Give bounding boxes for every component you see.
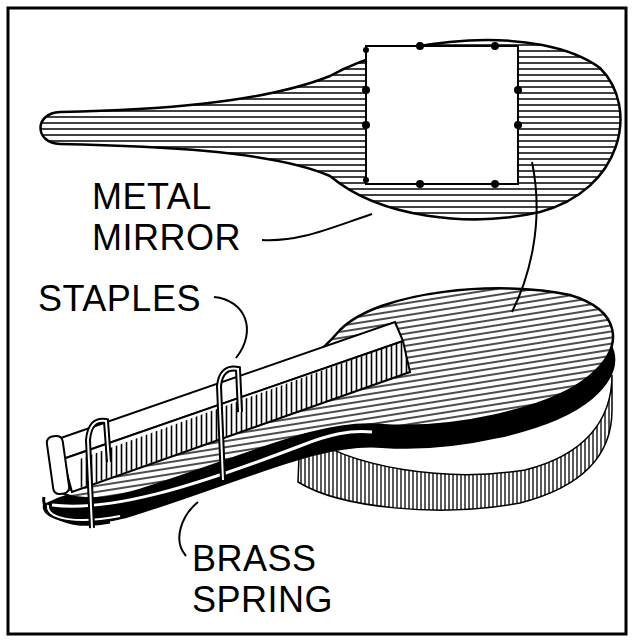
leader-line bbox=[262, 214, 372, 240]
label-slot: STAPLES bbox=[38, 278, 213, 319]
label-slot: BRASS SPRING bbox=[192, 538, 367, 621]
leader-line bbox=[512, 162, 537, 312]
part-label: METAL MIRROR bbox=[92, 176, 267, 259]
part-label: BRASS SPRING bbox=[192, 538, 367, 621]
part-label: STAPLES bbox=[38, 278, 213, 319]
label-slot: METAL MIRROR bbox=[92, 176, 267, 259]
hair-brush bbox=[44, 288, 615, 528]
leader-line bbox=[214, 297, 247, 358]
frame bbox=[8, 8, 626, 634]
